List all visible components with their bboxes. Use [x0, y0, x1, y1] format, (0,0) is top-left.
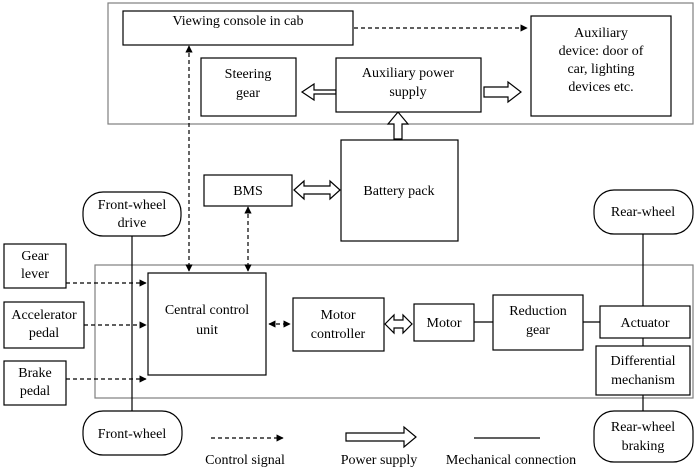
- auxiliary-device-label-3: car, lighting: [567, 62, 634, 77]
- steering-gear-block: [200, 57, 297, 117]
- brake-pedal-block: [3, 360, 67, 406]
- rear-wheel-label: Rear-wheel: [611, 205, 675, 220]
- battery-pack-label: Battery pack: [363, 184, 434, 199]
- accelerator-pedal-block: [3, 301, 85, 349]
- brake-pedal-label-1: Brake: [18, 366, 51, 381]
- auxiliary-device-label-2: device: door of: [559, 44, 644, 59]
- motor-controller-label-1: Motor: [321, 308, 356, 323]
- legend-power-supply-arrow: [345, 425, 417, 449]
- brake-pedal-label-2: pedal: [20, 384, 50, 399]
- central-control-unit-label-2: unit: [196, 323, 218, 338]
- motor-controller-block: [292, 297, 385, 352]
- front-wheel-drive-label-2: drive: [118, 216, 147, 231]
- gear-lever-block: [3, 243, 67, 289]
- steering-gear-label-1: Steering: [225, 67, 272, 82]
- rear-wheel-braking-label-1: Rear-wheel: [611, 420, 675, 435]
- accelerator-pedal-label-2: pedal: [29, 326, 59, 341]
- front-wheel-label: Front-wheel: [98, 427, 167, 442]
- motor-label: Motor: [427, 316, 462, 331]
- battery-pack-block: [340, 139, 459, 242]
- auxiliary-power-supply-label-2: supply: [389, 85, 426, 100]
- motor-block: [413, 303, 475, 342]
- legend-power-supply-label: Power supply: [341, 453, 418, 468]
- gear-lever-label-2: lever: [21, 267, 49, 282]
- front-wheel-block: [82, 410, 183, 456]
- motor-controller-label-2: controller: [311, 327, 366, 342]
- accelerator-pedal-label-1: Accelerator: [11, 308, 77, 323]
- legend-control-signal-label: Control signal: [205, 453, 285, 468]
- drive-system-frame: [94, 264, 694, 399]
- power-arrow-bms-battery: [293, 179, 341, 201]
- central-control-unit-block: [147, 272, 267, 376]
- reduction-gear-block: [492, 294, 584, 351]
- differential-mechanism-label-2: mechanism: [611, 373, 675, 388]
- steering-gear-label-2: gear: [236, 86, 260, 101]
- central-control-unit-label-1: Central control: [165, 303, 249, 318]
- rear-wheel-block: [593, 189, 694, 235]
- auxiliary-device-label-1: Auxiliary: [574, 26, 628, 41]
- gear-lever-label-1: Gear: [21, 249, 49, 264]
- actuator-label: Actuator: [621, 316, 670, 331]
- bms-block: [203, 174, 293, 207]
- legend-mechanical-connection-label: Mechanical connection: [446, 453, 576, 468]
- front-wheel-drive-block: [82, 191, 182, 237]
- power-arrow-controller-motor: [384, 313, 413, 335]
- reduction-gear-label-1: Reduction: [509, 304, 567, 319]
- power-arrow-battery-to-auxiliary: [386, 111, 410, 140]
- bms-label: BMS: [233, 184, 263, 199]
- auxiliary-device-label-4: devices etc.: [568, 80, 633, 95]
- rear-wheel-braking-label-2: braking: [622, 439, 665, 454]
- differential-mechanism-block: [595, 345, 691, 396]
- auxiliary-power-supply-block: [335, 57, 482, 113]
- auxiliary-power-supply-label-1: Auxiliary power: [362, 66, 454, 81]
- reduction-gear-label-2: gear: [526, 323, 550, 338]
- rear-wheel-braking-block: [593, 410, 694, 463]
- viewing-console-label: Viewing console in cab: [173, 14, 304, 29]
- front-wheel-drive-label-1: Front-wheel: [98, 198, 167, 213]
- actuator-block: [599, 305, 691, 339]
- power-arrow-to-steering: [300, 82, 337, 102]
- auxiliary-device-block: [530, 15, 672, 117]
- differential-mechanism-label-1: Differential: [610, 354, 675, 369]
- power-arrow-to-auxiliary-device: [483, 80, 522, 104]
- viewing-console-block: [122, 10, 354, 46]
